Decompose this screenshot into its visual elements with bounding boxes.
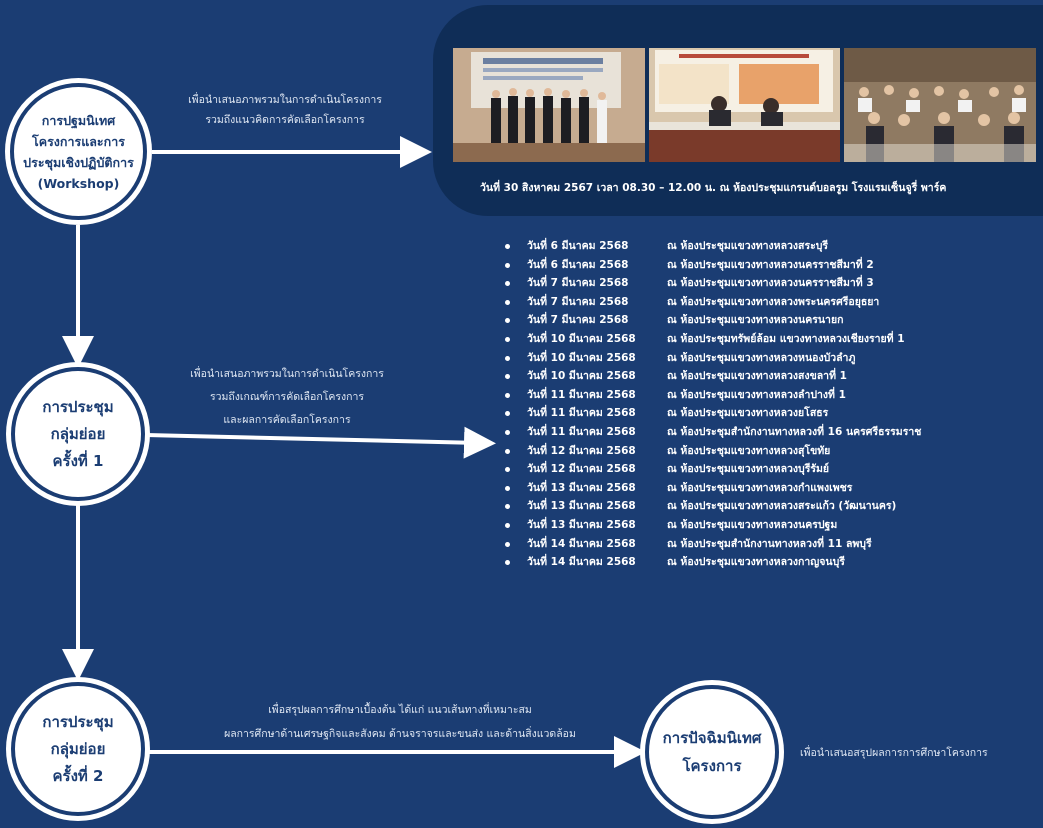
schedule-item: วันที่ 7 มีนาคม 2568 ณ ห้องประชุมแขวงทางห…: [505, 293, 921, 312]
schedule-place: ณ ห้องประชุมแขวงทางหลวงสระแก้ว (วัฒนานคร…: [667, 500, 897, 513]
arrow-group1-to-schedule: [145, 426, 496, 459]
schedule-date: วันที่ 14 มีนาคม 2568: [527, 537, 636, 550]
schedule-item: วันที่ 7 มีนาคม 2568 ณ ห้องประชุมแขวงทางห…: [505, 274, 921, 293]
node-group-meeting-2-label: การประชุม กลุ่มย่อย ครั้งที่ 2: [42, 712, 114, 785]
schedule-date: วันที่ 6 มีนาคม 2568: [527, 258, 629, 271]
schedule-item: วันที่ 10 มีนาคม 2568 ณ ห้องประชุมทรัพย์ล…: [505, 330, 921, 349]
schedule-place: ณ ห้องประชุมแขวงทางหลวงนครปฐม: [667, 518, 838, 531]
schedule-date: วันที่ 14 มีนาคม 2568: [527, 556, 636, 569]
workshop-photo-group: [453, 48, 645, 162]
schedule-item: วันที่ 10 มีนาคม 2568 ณ ห้องประชุมแขวงทาง…: [505, 349, 921, 368]
schedule-place: ณ ห้องประชุมสำนักงานทางหลวงที่ 11 ลพบุรี: [667, 537, 872, 550]
schedule-place: ณ ห้องประชุมแขวงทางหลวงกำแพงเพชร: [667, 481, 853, 494]
schedule-place: ณ ห้องประชุมแขวงทางหลวงกาญจนบุรี: [667, 556, 845, 569]
schedule-date: วันที่ 13 มีนาคม 2568: [527, 500, 636, 513]
note-orientation-line-2: รวมถึงแนวคิดการคัดเลือกโครงการ: [205, 114, 365, 126]
node-orientation: การปฐมนิเทศ โครงการและการ ประชุมเชิงปฏิบ…: [10, 83, 147, 220]
schedule-date: วันที่ 7 มีนาคม 2568: [527, 295, 629, 308]
schedule-date: วันที่ 7 มีนาคม 2568: [527, 277, 629, 290]
schedule-place: ณ ห้องประชุมแขวงทางหลวงยโสธร: [667, 407, 829, 420]
schedule-place: ณ ห้องประชุมแขวงทางหลวงสระบุรี: [667, 240, 829, 252]
node-orientation-label: การปฐมนิเทศ โครงการและการ ประชุมเชิงปฏิบ…: [23, 112, 134, 191]
note-orientation-line-1: เพื่อนำเสนอภาพรวมในการดำเนินโครงการ: [188, 94, 382, 106]
note-group-1-line-3: และผลการคัดเลือกโครงการ: [223, 414, 351, 426]
note-closing: เพื่อนำเสนอสรุปผลการการศึกษาโครงการ: [800, 743, 1040, 763]
schedule-place: ณ ห้องประชุมแขวงทางหลวงพระนครศรีอยุธยา: [667, 295, 880, 308]
schedule-item: วันที่ 7 มีนาคม 2568 ณ ห้องประชุมแขวงทางห…: [505, 311, 921, 330]
schedule-date: วันที่ 10 มีนาคม 2568: [527, 332, 636, 345]
note-group-1: เพื่อนำเสนอภาพรวมในการดำเนินโครงการ รวมถ…: [162, 363, 412, 432]
schedule-date: วันที่ 10 มีนาคม 2568: [527, 351, 636, 364]
schedule-date: วันที่ 11 มีนาคม 2568: [527, 388, 636, 401]
schedule-date: วันที่ 13 มีนาคม 2568: [527, 481, 636, 494]
schedule-item: วันที่ 13 มีนาคม 2568 ณ ห้องประชุมแขวงทาง…: [505, 479, 921, 498]
schedule-item: วันที่ 12 มีนาคม 2568 ณ ห้องประชุมแขวงทาง…: [505, 460, 921, 479]
schedule-place: ณ ห้องประชุมแขวงทางหลวงนครราชสีมาที่ 3: [667, 277, 874, 290]
node-closing-label: การปัจฉิมนิเทศ โครงการ: [662, 729, 762, 775]
schedule-item: วันที่ 6 มีนาคม 2568 ณ ห้องประชุมแขวงทางห…: [505, 237, 921, 256]
schedule-place: ณ ห้องประชุมแขวงทางหลวงสุโขทัย: [667, 444, 831, 457]
workshop-caption: วันที่ 30 สิงหาคม 2567 เวลา 08.30 – 12.0…: [480, 182, 947, 194]
schedule-item: วันที่ 11 มีนาคม 2568 ณ ห้องประชุมแขวงทาง…: [505, 386, 921, 405]
node-group-meeting-2: การประชุม กลุ่มย่อย ครั้งที่ 2: [11, 682, 145, 816]
workshop-photo-presentation: [649, 48, 840, 162]
note-group-2-line-2: ผลการศึกษาด้านเศรษฐกิจและสังคม ด้านจราจร…: [224, 728, 576, 740]
note-closing-line-1: เพื่อนำเสนอสรุปผลการการศึกษาโครงการ: [800, 747, 988, 759]
note-orientation: เพื่อนำเสนอภาพรวมในการดำเนินโครงการ รวมถ…: [170, 90, 400, 130]
schedule-date: วันที่ 7 มีนาคม 2568: [527, 314, 629, 327]
note-group-1-line-1: เพื่อนำเสนอภาพรวมในการดำเนินโครงการ: [190, 368, 384, 380]
node-closing: การปัจฉิมนิเทศ โครงการ: [645, 685, 779, 819]
schedule-place: ณ ห้องประชุมแขวงทางหลวงนครราชสีมาที่ 2: [667, 258, 874, 271]
schedule-place: ณ ห้องประชุมแขวงทางหลวงบุรีรัมย์: [667, 463, 830, 476]
schedule-item: วันที่ 6 มีนาคม 2568 ณ ห้องประชุมแขวงทางห…: [505, 256, 921, 275]
schedule-date: วันที่ 12 มีนาคม 2568: [527, 463, 636, 476]
schedule-item: วันที่ 14 มีนาคม 2568 ณ ห้องประชุมแขวงทาง…: [505, 553, 921, 572]
meeting-schedule-list: วันที่ 6 มีนาคม 2568 ณ ห้องประชุมแขวงทางห…: [505, 237, 921, 572]
schedule-date: วันที่ 12 มีนาคม 2568: [527, 444, 636, 457]
schedule-place: ณ ห้องประชุมแขวงทางหลวงหนองบัวลำภู: [667, 351, 856, 364]
schedule-place: ณ ห้องประชุมแขวงทางหลวงนครนายก: [667, 314, 844, 327]
schedule-date: วันที่ 11 มีนาคม 2568: [527, 407, 636, 420]
schedule-date: วันที่ 13 มีนาคม 2568: [527, 518, 636, 531]
schedule-item: วันที่ 11 มีนาคม 2568 ณ ห้องประชุมสำนักงา…: [505, 423, 921, 442]
schedule-item: วันที่ 14 มีนาคม 2568 ณ ห้องประชุมสำนักงา…: [505, 535, 921, 554]
schedule-date: วันที่ 11 มีนาคม 2568: [527, 425, 636, 438]
schedule-item: วันที่ 13 มีนาคม 2568 ณ ห้องประชุมแขวงทาง…: [505, 497, 921, 516]
schedule-item: วันที่ 12 มีนาคม 2568 ณ ห้องประชุมแขวงทาง…: [505, 442, 921, 461]
schedule-date: วันที่ 10 มีนาคม 2568: [527, 370, 636, 383]
schedule-date: วันที่ 6 มีนาคม 2568: [527, 240, 629, 252]
node-group-meeting-1-label: การประชุม กลุ่มย่อย ครั้งที่ 1: [42, 397, 114, 470]
schedule-place: ณ ห้องประชุมสำนักงานทางหลวงที่ 16 นครศรี…: [667, 425, 922, 438]
note-group-2-line-1: เพื่อสรุปผลการศึกษาเบื้องต้น ได้แก่ แนวเ…: [268, 704, 532, 716]
schedule-item: วันที่ 11 มีนาคม 2568 ณ ห้องประชุมแขวงทาง…: [505, 404, 921, 423]
note-group-1-line-2: รวมถึงเกณฑ์การคัดเลือกโครงการ: [209, 391, 365, 403]
node-group-meeting-1: การประชุม กลุ่มย่อย ครั้งที่ 1: [11, 367, 145, 501]
schedule-item: วันที่ 13 มีนาคม 2568 ณ ห้องประชุมแขวงทาง…: [505, 516, 921, 535]
schedule-place: ณ ห้องประชุมแขวงทางหลวงสงขลาที่ 1: [667, 370, 847, 383]
schedule-place: ณ ห้องประชุมทรัพย์ล้อม แขวงทางหลวงเชียงร…: [667, 332, 905, 345]
schedule-item: วันที่ 10 มีนาคม 2568 ณ ห้องประชุมแขวงทาง…: [505, 367, 921, 386]
workshop-photo-audience: [844, 48, 1036, 162]
schedule-place: ณ ห้องประชุมแขวงทางหลวงลำปางที่ 1: [667, 388, 846, 401]
note-group-2: เพื่อสรุปผลการศึกษาเบื้องต้น ได้แก่ แนวเ…: [165, 698, 635, 746]
